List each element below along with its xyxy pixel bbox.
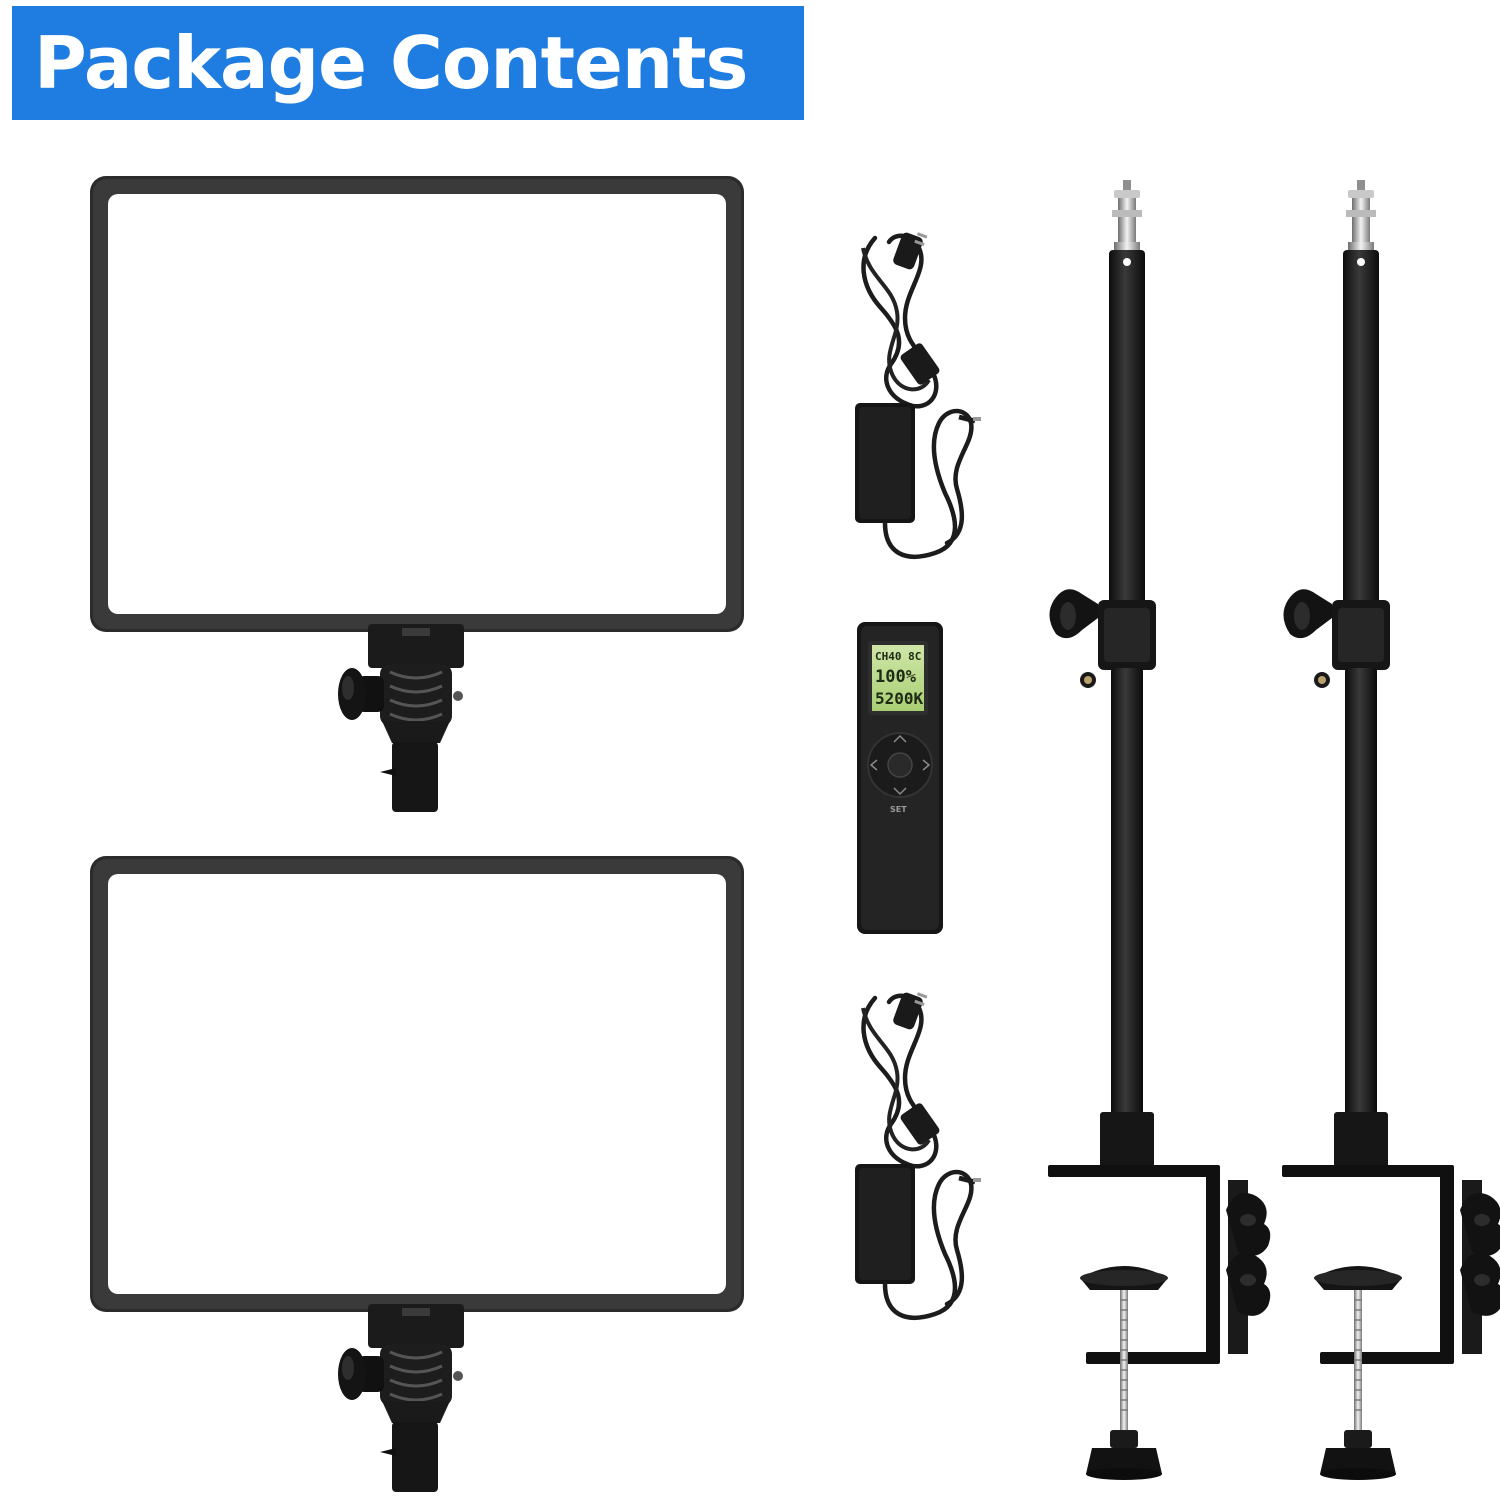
remote-control-icon: CH40 8C 100% 5200K SET bbox=[857, 622, 943, 934]
power-cord-icon bbox=[863, 991, 941, 1166]
banner-title: Package Contents bbox=[34, 21, 748, 105]
power-adapter-icon bbox=[855, 403, 981, 557]
set-button-label: SET bbox=[890, 805, 907, 814]
lcd-line-1: CH40 8C bbox=[875, 650, 921, 663]
desk-clamp-light-stand-icon bbox=[1047, 179, 1271, 1481]
led-panel-light-icon bbox=[88, 854, 746, 1494]
power-cord-icon bbox=[863, 231, 941, 406]
lcd-line-2: 100% bbox=[875, 667, 917, 687]
power-adapter-icon bbox=[855, 1164, 981, 1318]
led-panel-light-icon bbox=[88, 174, 746, 814]
lcd-line-3: 5200K bbox=[875, 689, 924, 708]
desk-clamp-light-stand-icon bbox=[1281, 179, 1500, 1481]
package-contents-banner: Package Contents bbox=[12, 6, 804, 120]
